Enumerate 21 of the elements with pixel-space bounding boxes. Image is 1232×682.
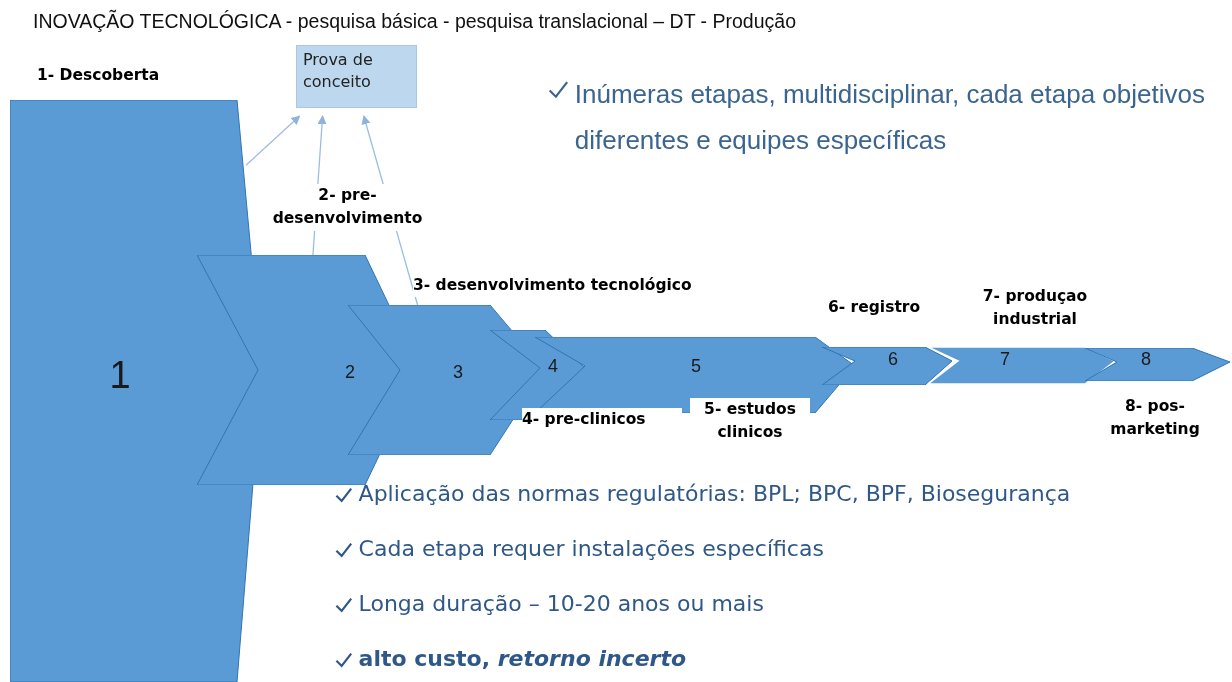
title: INOVAÇÃO TECNOLÓGICA - pesquisa básica - pesquisa translacional – DT - Produção: [33, 10, 796, 33]
concept-box: [296, 45, 417, 108]
stage-number: 2: [345, 361, 355, 383]
stage-block: [928, 347, 1115, 384]
bullet-text: Cada etapa requer instalações específicas: [358, 535, 824, 563]
stage-number: 7: [1000, 348, 1010, 370]
bullet-text: Aplicação das normas regulatórias: BPL; BPC, BPF, Biosegurança: [358, 480, 1071, 508]
bullet-text: Longa duração – 10-20 anos ou mais: [358, 590, 764, 618]
arrow: [245, 115, 301, 166]
stage-number: 6: [888, 348, 898, 370]
stage-number: 4: [548, 355, 558, 377]
stage-number: 5: [691, 355, 701, 377]
bullet-text: alto custo, retorno incerto: [358, 645, 687, 673]
stage-number: 3: [453, 361, 463, 383]
stage-block: [197, 255, 400, 485]
bullet-text: Inúmeras etapas, multidisciplinar, cada etapa objetivos diferentes e equipes específicas: [574, 78, 1206, 157]
stage-number: 8: [1141, 348, 1151, 370]
stage-number: 1: [109, 353, 131, 397]
stage-block: [822, 347, 952, 385]
stage-block: [1085, 348, 1230, 381]
box-text: Prova de conceito: [302, 49, 374, 94]
